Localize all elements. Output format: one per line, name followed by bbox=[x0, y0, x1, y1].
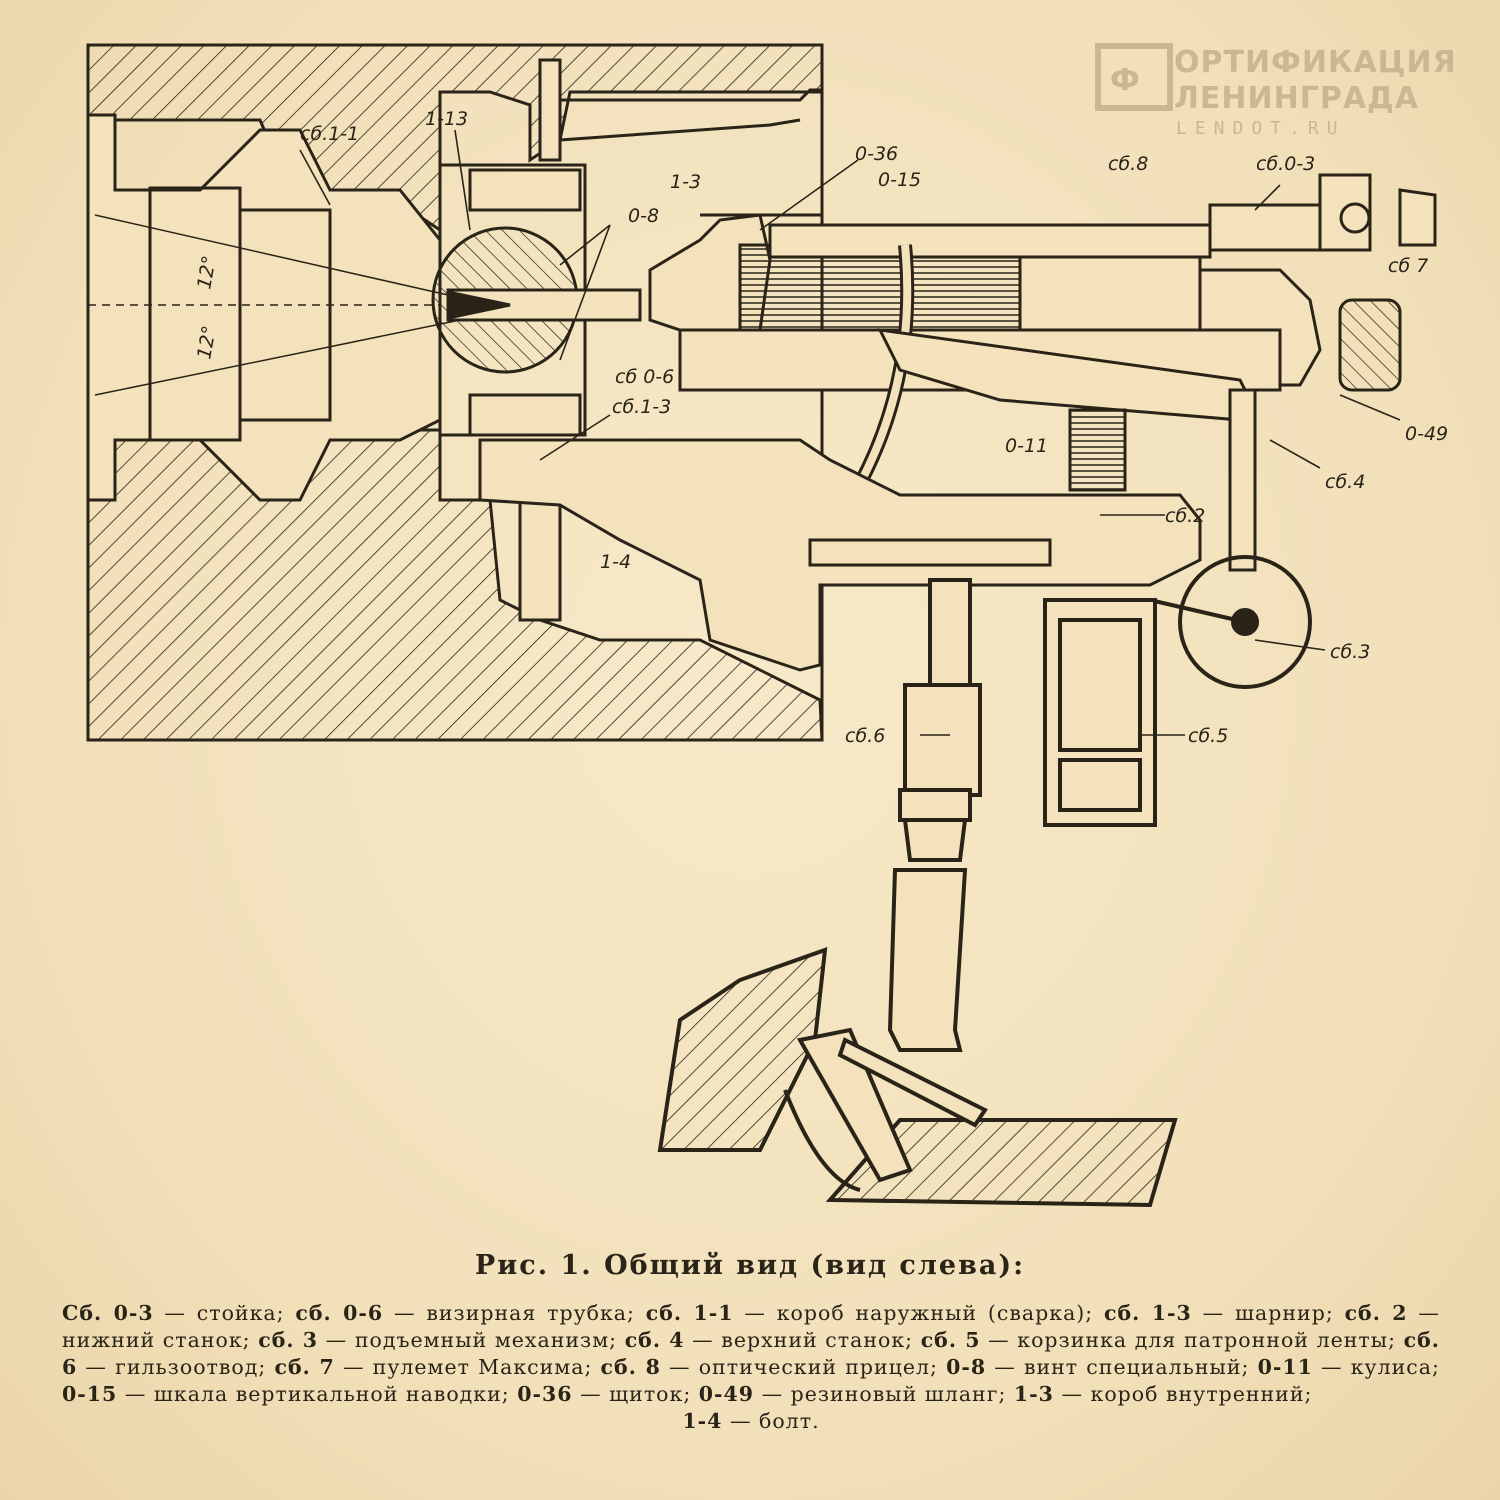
legend-item-code: 1-4 bbox=[682, 1409, 723, 1433]
legend-item-code: Сб. 0-3 bbox=[62, 1301, 154, 1325]
legend-item-code: 0-36 bbox=[517, 1382, 573, 1406]
watermark-logo-letter: Ф bbox=[1110, 63, 1141, 98]
legend-item-code: 0-15 bbox=[62, 1382, 118, 1406]
label-1-3: 1-3 bbox=[670, 171, 701, 193]
label-sb5: сб.5 bbox=[1188, 725, 1228, 747]
watermark-line2: ЛЕНИНГРАДА bbox=[1174, 81, 1419, 116]
label-1-13: 1-13 bbox=[425, 108, 468, 130]
legend-item-text: кулиса bbox=[1350, 1355, 1432, 1379]
ball-joint bbox=[431, 58, 642, 622]
embrasure-box bbox=[86, 113, 471, 502]
label-0-36: 0-36 bbox=[855, 143, 898, 165]
legend-item-code: сб. 0-6 bbox=[295, 1301, 384, 1325]
legend-item: 0-11 — кулиса; bbox=[1257, 1355, 1440, 1379]
legend-item: сб. 3 — подъемный механизм; bbox=[258, 1328, 625, 1352]
label-1-4: 1-4 bbox=[600, 551, 631, 573]
legend-item: сб. 8 — оптический прицел; bbox=[600, 1355, 947, 1379]
label-sb4: сб.4 bbox=[1325, 471, 1365, 493]
legend-item: сб. 6 — гильзоотвод; bbox=[62, 1328, 1440, 1379]
spring-column bbox=[1068, 408, 1127, 492]
legend-item-text: стойка bbox=[196, 1301, 277, 1325]
legend-item: сб. 5 — корзинка для патронной ленты; bbox=[920, 1328, 1404, 1352]
legend-item-text: пулемет Максима bbox=[372, 1355, 585, 1379]
label-sb0-3: сб.0-3 bbox=[1256, 153, 1315, 175]
watermark-logo: Ф ОРТИФИКАЦИЯ ЛЕНИНГРАДА LENDOT.RU bbox=[1095, 43, 1457, 139]
watermark-url: LENDOT.RU bbox=[1176, 118, 1346, 139]
legend-item-text: короб наружный (сварка) bbox=[776, 1301, 1086, 1325]
technical-drawing: Ф ОРТИФИКАЦИЯ ЛЕНИНГРАДА LENDOT.RU bbox=[86, 43, 1457, 1208]
legend-item-text: короб внутренний bbox=[1090, 1382, 1305, 1406]
watermark-line1: ОРТИФИКАЦИЯ bbox=[1174, 45, 1457, 80]
label-sb8-top: сб.8 bbox=[1108, 153, 1148, 175]
legend-item-text: визирная трубка bbox=[426, 1301, 628, 1325]
label-sb3: сб.3 bbox=[1330, 641, 1370, 663]
legend-item: 0-15 — шкала вертикальной наводки; bbox=[62, 1382, 518, 1406]
legend-item-text: щиток bbox=[609, 1382, 684, 1406]
label-sb0-6: сб 0-6 bbox=[615, 366, 674, 388]
legend-item-code: сб. 1-3 bbox=[1104, 1301, 1192, 1325]
legend-item: 0-49 — резиновый шланг; bbox=[698, 1382, 1014, 1406]
legend-item-text: винт специальный bbox=[1023, 1355, 1242, 1379]
legend-item: Сб. 0-3 — стойка; bbox=[62, 1301, 296, 1325]
legend-item-text: верхний станок bbox=[721, 1328, 906, 1352]
label-sb2: сб.2 bbox=[1165, 505, 1205, 527]
handwheel bbox=[1149, 555, 1312, 689]
lower-carriage bbox=[478, 438, 1202, 672]
legend-item-code: 0-49 bbox=[698, 1382, 755, 1406]
legend-item-code: 0-11 bbox=[1257, 1355, 1313, 1379]
legend-item-code: 1-3 bbox=[1013, 1382, 1054, 1406]
legend-item-text: корзинка для патронной ленты bbox=[1017, 1328, 1389, 1352]
legend-item-code: сб. 8 bbox=[600, 1355, 661, 1379]
legend-item: сб. 1-3 — шарнир; bbox=[1104, 1301, 1345, 1325]
leader-lines bbox=[299, 129, 1401, 736]
legend-item-text: шкала вертикальной наводки bbox=[153, 1382, 502, 1406]
legend-item-text: оптический прицел bbox=[698, 1355, 930, 1379]
legend-item: 1-4 — болт. bbox=[682, 1409, 820, 1433]
legend-item-code: сб. 3 bbox=[258, 1328, 319, 1352]
label-sb1-1: сб.1-1 bbox=[300, 123, 359, 145]
legend-item: 0-36 — щиток; bbox=[517, 1382, 699, 1406]
legend-item-text: подъемный механизм bbox=[354, 1328, 610, 1352]
legend-item-code: сб. 6 bbox=[62, 1328, 1440, 1379]
legend-item: сб. 2 — нижний станок; bbox=[62, 1301, 1440, 1352]
legend-item: 0-8 — винт специальный; bbox=[946, 1355, 1258, 1379]
legend-item: сб. 7 — пулемет Максима; bbox=[274, 1355, 601, 1379]
label-0-8: 0-8 bbox=[628, 205, 659, 227]
casing-ejector bbox=[887, 578, 982, 1052]
figure-legend: Сб. 0-3 — стойка; сб. 0-6 — визирная тру… bbox=[62, 1300, 1440, 1435]
legend-item-text: шарнир bbox=[1234, 1301, 1326, 1325]
legend-item-code: 0-8 bbox=[946, 1355, 987, 1379]
legend-item: сб. 1-1 — короб наружный (сварка); bbox=[645, 1301, 1105, 1325]
label-0-49: 0-49 bbox=[1405, 423, 1448, 445]
legend-item: 1-3 — короб внутренний; bbox=[1013, 1382, 1313, 1406]
upper-carriage bbox=[877, 328, 1257, 572]
legend-item-text: резиновый шланг bbox=[790, 1382, 999, 1406]
part-labels: сб.1-1 1-13 1-3 0-36 0-15 сб.8 сб.0-3 сб… bbox=[193, 108, 1448, 747]
pedestal-base bbox=[657, 947, 1178, 1208]
legend-item-code: сб. 4 bbox=[624, 1328, 685, 1352]
label-sb1-3: сб.1-3 bbox=[612, 396, 671, 418]
ammo-basket bbox=[1043, 598, 1157, 827]
legend-item-code: сб. 2 bbox=[1344, 1301, 1408, 1325]
legend-item-code: сб. 1-1 bbox=[645, 1301, 734, 1325]
inner-box-arm bbox=[559, 88, 824, 217]
legend-item-code: сб. 7 bbox=[274, 1355, 335, 1379]
legend-item-text: гильзоотвод bbox=[115, 1355, 259, 1379]
label-0-11: 0-11 bbox=[1005, 435, 1048, 457]
label-sb7: сб 7 bbox=[1388, 255, 1428, 277]
label-0-15: 0-15 bbox=[878, 169, 921, 191]
label-sb6: сб.6 bbox=[845, 725, 885, 747]
figure-caption-title: Рис. 1. Общий вид (вид слева): bbox=[474, 1250, 1026, 1281]
legend-item: сб. 4 — верхний станок; bbox=[624, 1328, 921, 1352]
legend-item-code: сб. 5 bbox=[920, 1328, 981, 1352]
legend-item-text: нижний станок bbox=[62, 1328, 243, 1352]
optical-sight bbox=[768, 173, 1437, 259]
legend-item: сб. 0-6 — визирная трубка; bbox=[295, 1301, 646, 1325]
legend-item-text: болт bbox=[759, 1409, 813, 1433]
